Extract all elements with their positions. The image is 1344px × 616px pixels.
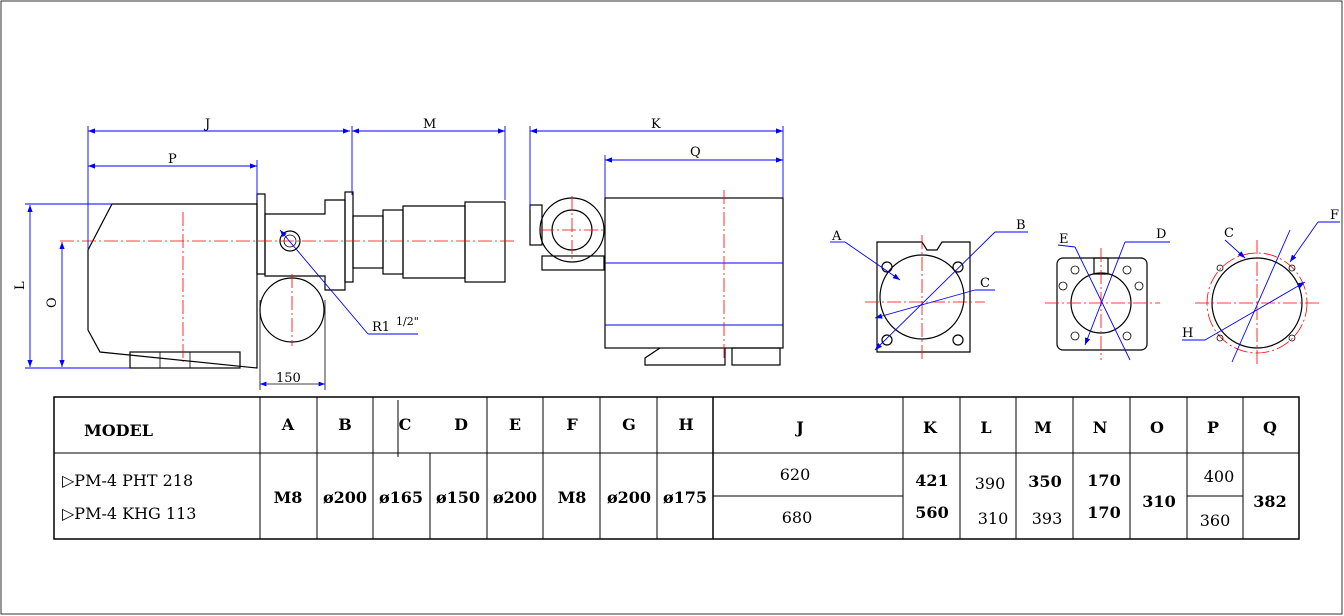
header-M: M bbox=[1034, 418, 1052, 437]
row2-P: 360 bbox=[1200, 511, 1231, 530]
header-A: A bbox=[281, 415, 295, 434]
burner-side-view bbox=[60, 191, 515, 369]
header-F: F bbox=[566, 415, 578, 434]
value-A: M8 bbox=[274, 488, 303, 507]
header-H: H bbox=[678, 415, 693, 434]
value-Q: 382 bbox=[1253, 492, 1286, 511]
value-F: M8 bbox=[558, 488, 587, 507]
row2-M: 393 bbox=[1032, 509, 1063, 528]
flange-view-cfh: C F H bbox=[1182, 208, 1340, 365]
model-1: ▷PM-4 PHT 218 bbox=[62, 471, 193, 490]
row2-K: 560 bbox=[915, 503, 948, 522]
header-P: P bbox=[1207, 418, 1219, 437]
model-2: ▷PM-4 KHG 113 bbox=[62, 504, 196, 523]
header-O: O bbox=[1150, 418, 1164, 437]
dim-J: J bbox=[203, 117, 210, 132]
header-J: J bbox=[794, 418, 804, 437]
header-C: C bbox=[399, 415, 412, 434]
header-K: K bbox=[923, 418, 938, 437]
pump-motor-view: K Q bbox=[529, 117, 784, 366]
value-G: ø200 bbox=[607, 488, 651, 507]
dimension-table: MODEL A B C D E F G H J K L M N O P Q ▷P… bbox=[53, 396, 1300, 540]
label-E: E bbox=[1059, 232, 1069, 247]
row1-N: 170 bbox=[1087, 471, 1120, 490]
header-N: N bbox=[1093, 418, 1108, 437]
row1-J: 620 bbox=[780, 465, 811, 484]
header-Q: Q bbox=[1263, 418, 1277, 437]
value-D: ø150 bbox=[436, 488, 480, 507]
value-C: ø165 bbox=[379, 488, 423, 507]
row2-L: 310 bbox=[978, 509, 1009, 528]
dim-thread: R1 bbox=[372, 320, 390, 335]
header-model: MODEL bbox=[84, 421, 153, 440]
header-G: G bbox=[622, 415, 636, 434]
flange-view-ab: A B C bbox=[830, 218, 1028, 360]
value-O: 310 bbox=[1142, 492, 1175, 511]
label-C2: C bbox=[1224, 226, 1234, 241]
label-C: C bbox=[980, 276, 990, 291]
dim-K: K bbox=[651, 117, 661, 132]
header-B: B bbox=[338, 415, 352, 434]
dim-O: O bbox=[45, 297, 60, 308]
dim-thread-size: 1/2" bbox=[396, 315, 419, 328]
dim-M: M bbox=[423, 117, 436, 132]
row1-K: 421 bbox=[915, 471, 948, 490]
row1-P: 400 bbox=[1204, 467, 1235, 486]
side-view-dimensions: J M P L O 150 R1 1/2" bbox=[13, 117, 506, 390]
label-H: H bbox=[1182, 326, 1193, 341]
label-D: D bbox=[1156, 227, 1166, 242]
row2-J: 680 bbox=[782, 508, 813, 527]
row1-M: 350 bbox=[1028, 472, 1061, 491]
label-B: B bbox=[1016, 218, 1026, 233]
dim-Q: Q bbox=[690, 145, 701, 160]
value-B: ø200 bbox=[323, 488, 367, 507]
header-E: E bbox=[509, 415, 521, 434]
value-H: ø175 bbox=[663, 488, 707, 507]
dim-L: L bbox=[13, 281, 28, 290]
header-D: D bbox=[454, 415, 468, 434]
dim-P: P bbox=[168, 152, 177, 167]
row1-L: 390 bbox=[975, 474, 1006, 493]
label-A: A bbox=[831, 229, 842, 244]
label-F: F bbox=[1330, 208, 1339, 223]
header-L: L bbox=[980, 418, 991, 437]
flange-view-de: E D bbox=[1045, 227, 1170, 361]
value-E: ø200 bbox=[493, 488, 537, 507]
dim-150: 150 bbox=[276, 371, 301, 386]
row2-N: 170 bbox=[1087, 503, 1120, 522]
